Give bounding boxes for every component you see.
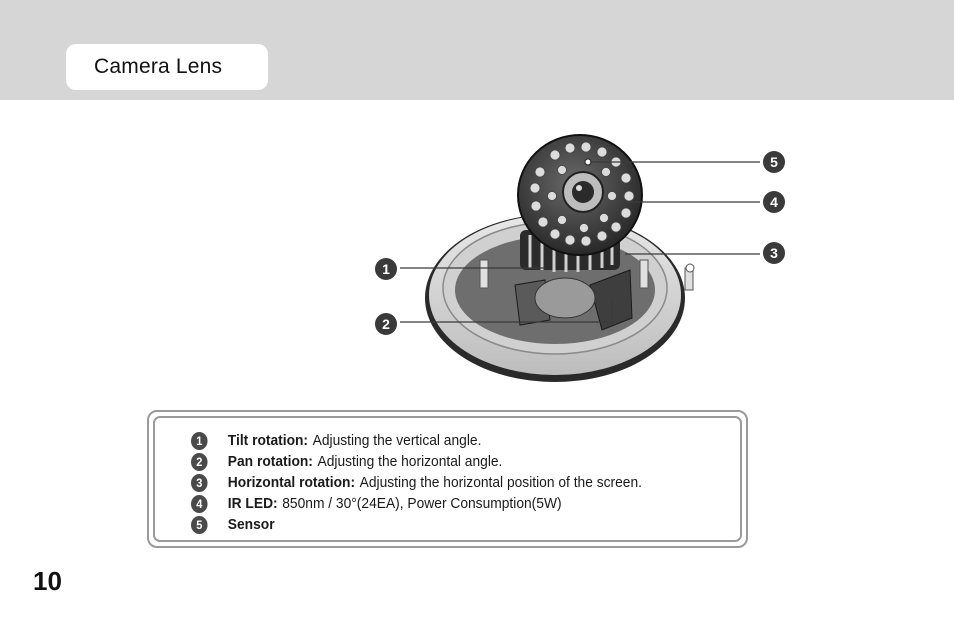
pan-bracket (589, 269, 633, 331)
legend-term: Pan rotation: (227, 453, 313, 470)
legend-item: 5 Sensor (191, 514, 279, 535)
callout-5: 5 (763, 151, 785, 173)
legend-item: 1 Tilt rotation: Adjusting the vertical … (191, 430, 481, 451)
dome-camera-illustration (400, 134, 760, 382)
legend-item: 2 Pan rotation: Adjusting the horizontal… (191, 451, 502, 472)
legend-description: Adjusting the vertical angle. (312, 432, 482, 449)
legend-box: 1 Tilt rotation: Adjusting the vertical … (147, 410, 748, 548)
legend-term: Horizontal rotation: (227, 474, 356, 491)
legend-item: 4 IR LED: 850nm / 30°(24EA), Power Consu… (191, 493, 562, 514)
callout-4: 4 (763, 191, 785, 213)
legend-term: Tilt rotation: (227, 432, 309, 449)
section-title-box: Camera Lens (66, 44, 268, 90)
legend-term: Sensor (227, 516, 275, 533)
legend-description: Adjusting the horizontal position of the… (359, 474, 642, 491)
legend-description: Adjusting the horizontal angle. (317, 453, 503, 470)
legend-number: 4 (191, 494, 208, 513)
legend-number: 5 (191, 515, 208, 534)
callout-2: 2 (375, 313, 397, 335)
legend-term: IR LED: (227, 495, 278, 512)
page-number: 10 (33, 566, 62, 596)
legend-number: 3 (191, 473, 208, 492)
legend-inner-border (153, 416, 742, 542)
callout-1: 1 (375, 258, 397, 280)
legend-number: 1 (191, 431, 208, 450)
legend-description: 850nm / 30°(24EA), Power Consumption(5W) (282, 495, 562, 512)
legend-item: 3 Horizontal rotation: Adjusting the hor… (191, 472, 642, 493)
section-title: Camera Lens (94, 55, 223, 78)
legend-number: 2 (191, 452, 208, 471)
callout-3: 3 (763, 242, 785, 264)
